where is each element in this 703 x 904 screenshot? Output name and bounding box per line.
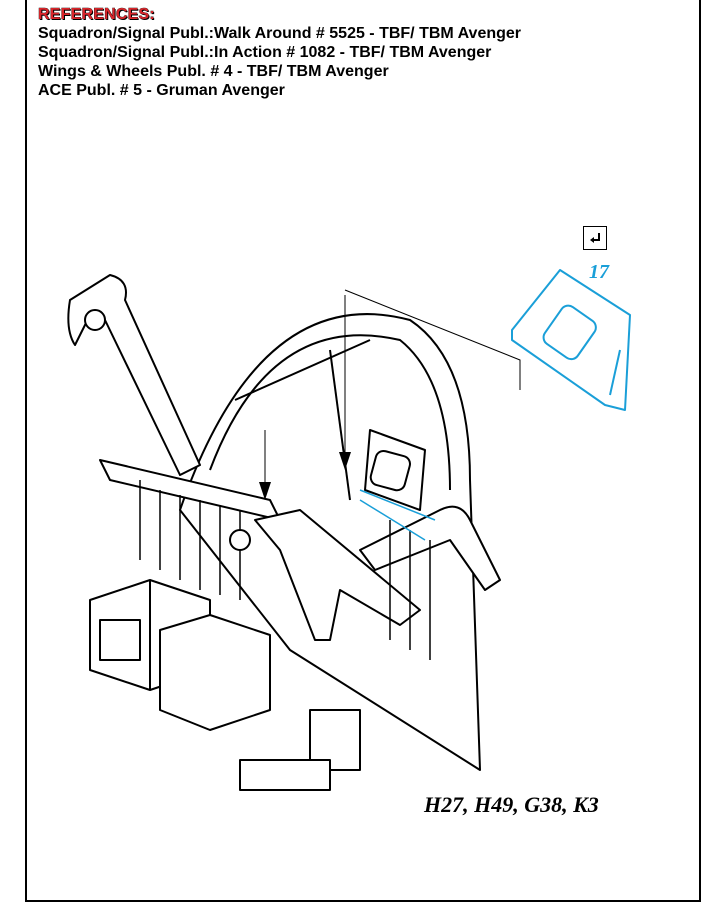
part-number-label: 17 [589, 261, 609, 283]
return-arrow-icon [590, 233, 600, 243]
diagonal-beam [254, 509, 421, 641]
lower-box-right [159, 614, 271, 731]
step-checkbox[interactable] [583, 226, 607, 250]
assembly-illustration [67, 269, 631, 791]
right-bracket [359, 505, 501, 591]
reference-line-1: Squadron/Signal Publ.:Walk Around # 5525… [38, 25, 522, 42]
reference-line-2: Squadron/Signal Publ.:In Action # 1082 -… [38, 44, 492, 61]
part-codes-label: H27, H49, G38, K3 [424, 792, 599, 817]
page-frame [25, 0, 701, 902]
curved-arm [67, 274, 201, 476]
references-title: REFERENCES: [38, 6, 155, 24]
references-section: REFERENCES: Squadron/Signal Publ.:Walk A… [38, 6, 521, 100]
reference-line-3: Wings & Wheels Publ. # 4 - TBF/ TBM Aven… [38, 63, 389, 80]
reference-line-4: ACE Publ. # 5 - Gruman Avenger [38, 82, 285, 99]
